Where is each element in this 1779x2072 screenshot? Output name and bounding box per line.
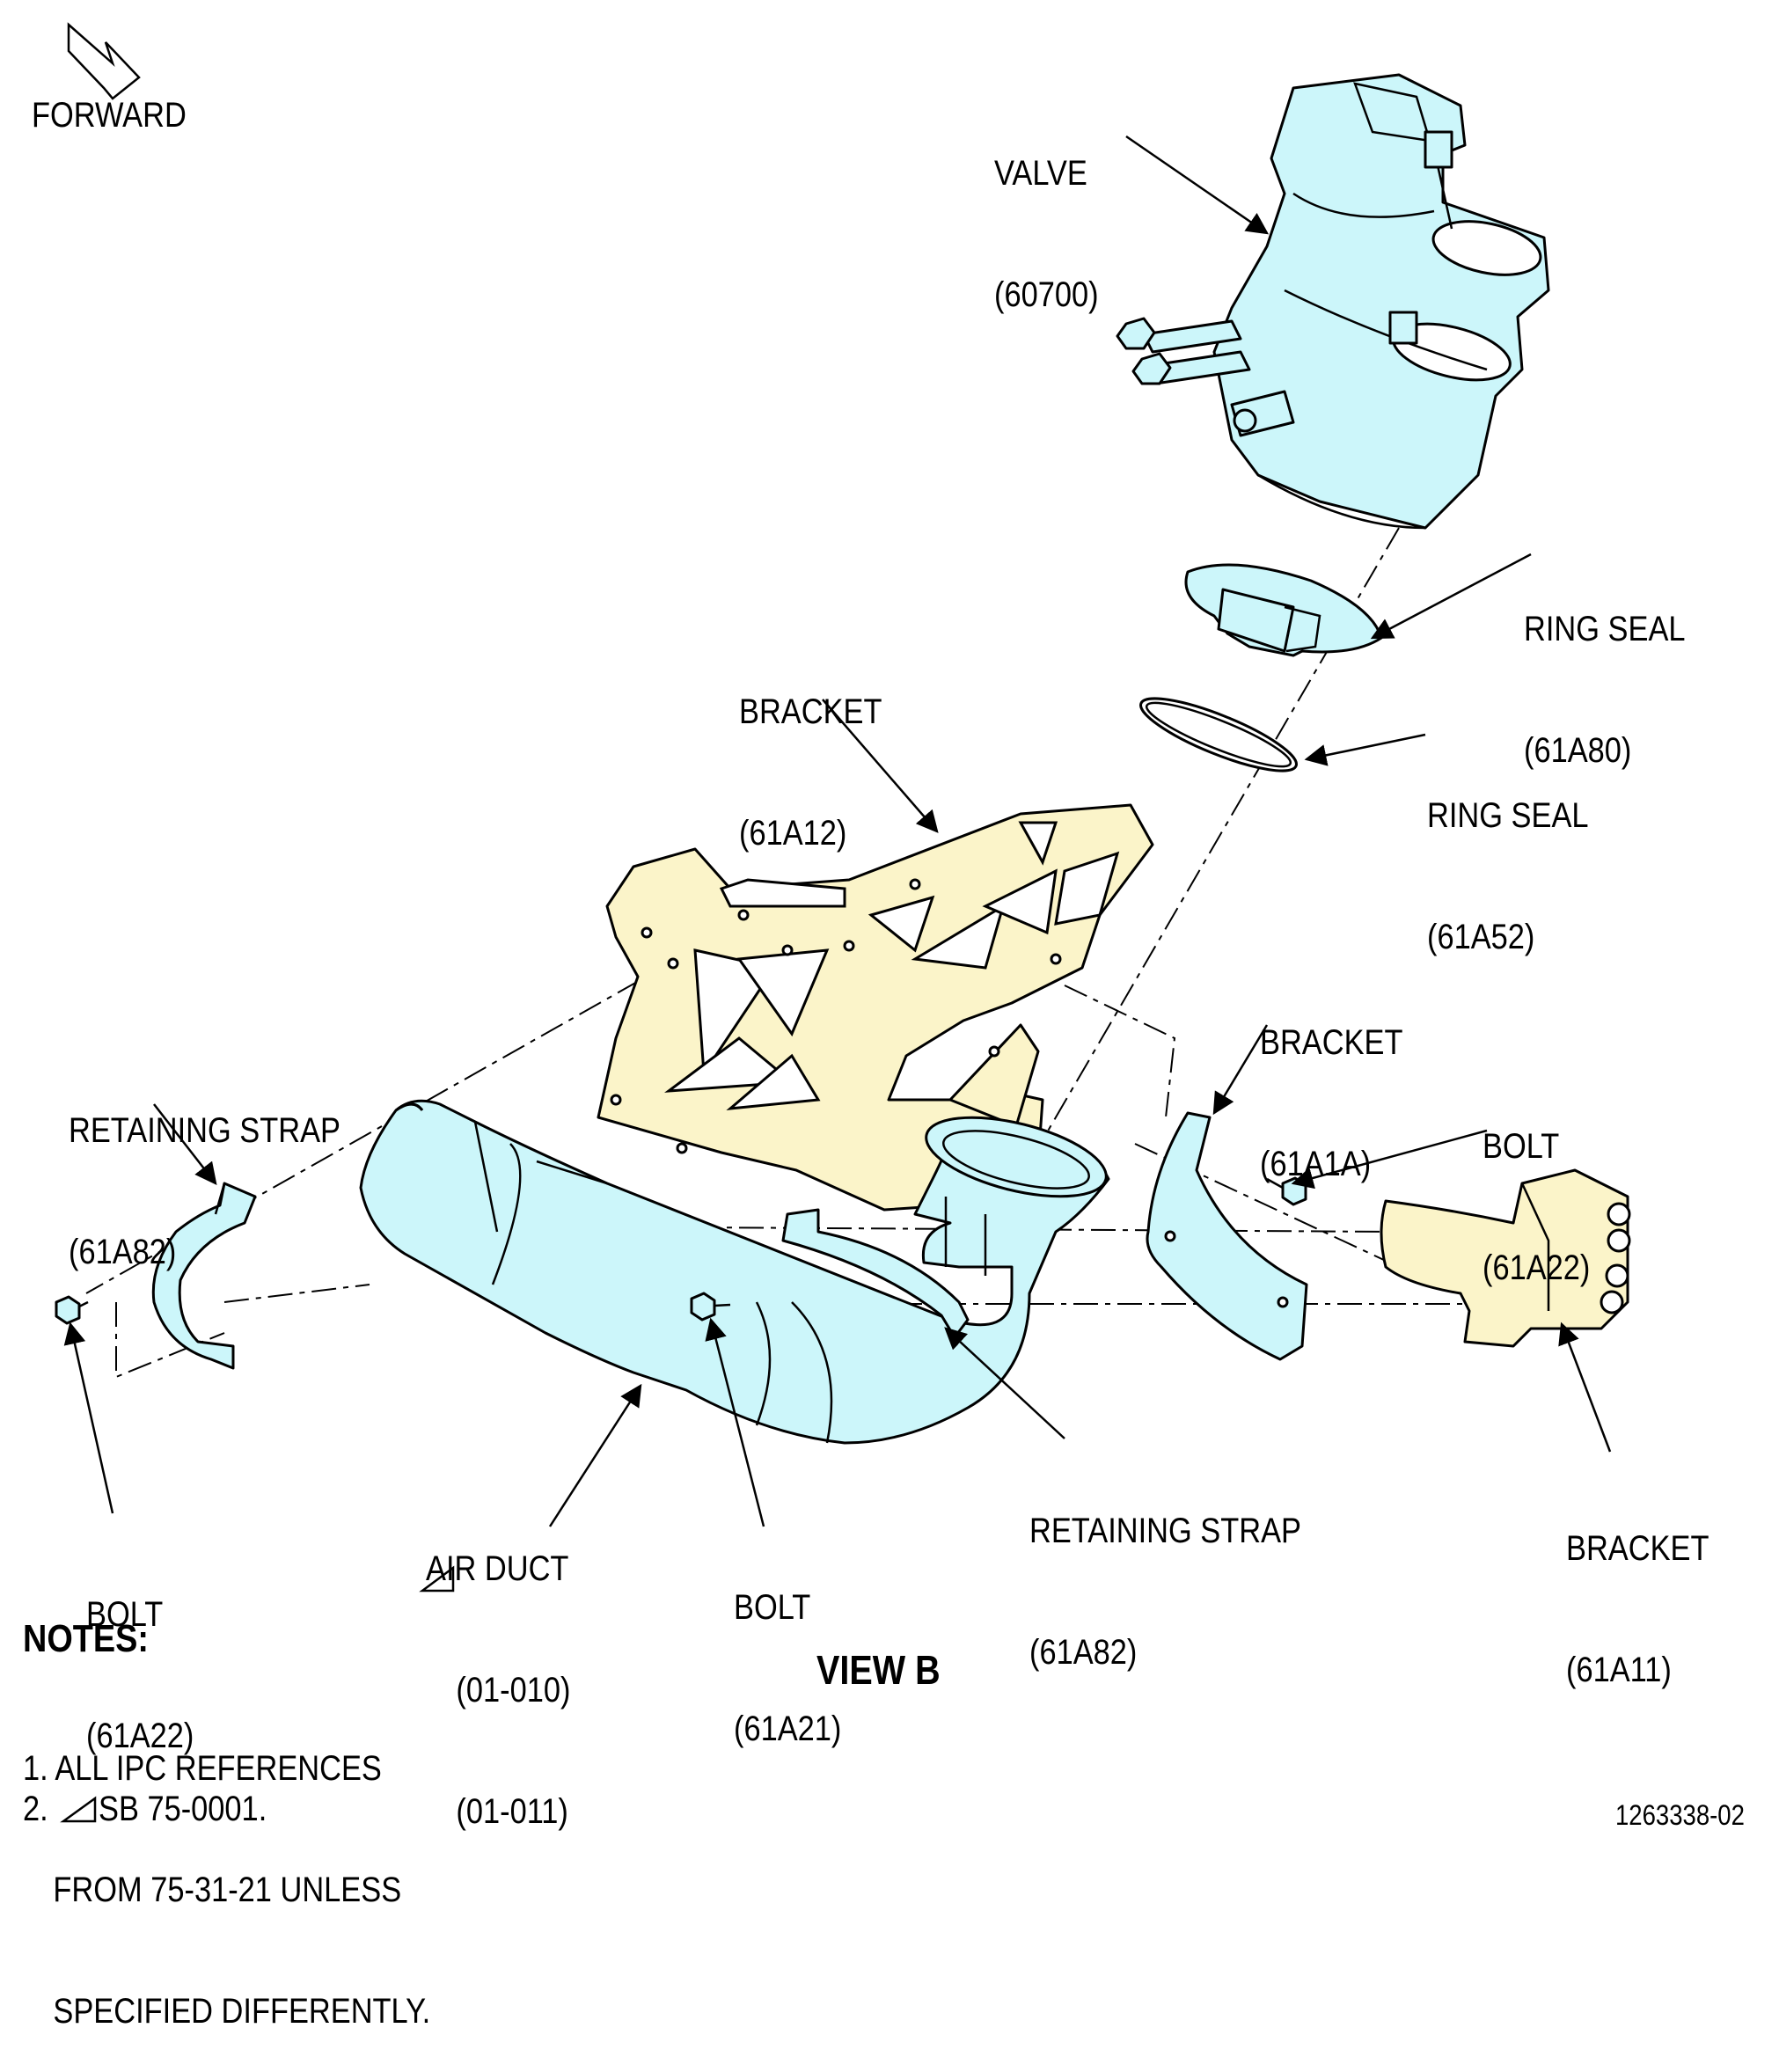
forward-arrow-icon: [67, 22, 141, 100]
valve-callout: VALVE (60700): [994, 72, 1099, 355]
callout-name: VALVE: [994, 154, 1087, 193]
callout-ref: (61A11): [1566, 1651, 1672, 1689]
callout-name: BRACKET: [1260, 1023, 1403, 1062]
note-2-text: SB 75-0001.: [99, 1790, 267, 1828]
bolt-61a22-left-callout: BOLT (61A22): [86, 1513, 194, 1797]
view-title: VIEW B: [816, 1647, 941, 1693]
callout-ref: (61A52): [1427, 918, 1535, 956]
callout-name: BOLT: [86, 1595, 164, 1634]
note-2-number: 2.: [23, 1790, 48, 1828]
valve-part: [1116, 73, 1550, 530]
callout-ref: (61A22): [86, 1717, 194, 1755]
bolt-61a22-right-callout: BOLT (61A22): [1482, 1045, 1590, 1329]
bolt-61a22-left-part: [55, 1295, 89, 1325]
callout-name: RING SEAL: [1524, 610, 1686, 648]
bracket-61a1a-part: [1146, 1111, 1308, 1361]
bracket-61a12-callout: BRACKET (61A12): [739, 611, 882, 894]
callout-name: RETAINING STRAP: [69, 1111, 340, 1150]
callout-name: BRACKET: [739, 692, 882, 731]
bolt-61a21-part: [690, 1292, 731, 1322]
callout-name: RING SEAL: [1427, 796, 1589, 835]
note-1-line-2: FROM 75-31-21 UNLESS: [53, 1871, 402, 1909]
callout-ref: (61A21): [734, 1710, 842, 1748]
retaining-strap-left-callout: RETAINING STRAP (61A82): [69, 1029, 340, 1313]
notes-list: 1. ALL IPC REFERENCES FROM 75-31-21 UNLE…: [23, 1667, 430, 2072]
callout-name: AIR DUCT: [426, 1549, 569, 1588]
exploded-view-drawing: .cy { fill: #ccf6fa; stroke: #000; strok…: [55, 22, 1631, 1823]
note-1-line-1: 1. ALL IPC REFERENCES: [23, 1749, 382, 1788]
callout-name: BOLT: [734, 1588, 811, 1627]
ring-seal-61a52-part: [1139, 697, 1298, 772]
figure-id: 1263338-02: [1615, 1799, 1745, 1831]
air-duct-part: [359, 1099, 1110, 1445]
ring-seal-61a80-part: [1184, 563, 1383, 657]
bracket-61a12-part: [597, 803, 1154, 1212]
callout-name: BOLT: [1482, 1127, 1560, 1166]
callout-ref: (61A12): [739, 814, 847, 853]
bracket-61a11-callout: BRACKET (61A11): [1566, 1447, 1709, 1731]
callout-ref: (61A82): [69, 1233, 177, 1271]
ring-seal-61a52-callout: RING SEAL (61A52): [1427, 714, 1589, 998]
callout-ref: (61A80): [1524, 731, 1632, 770]
callout-ref: (61A1A): [1260, 1145, 1372, 1183]
ring-seal-61a80-callout: RING SEAL (61A80): [1524, 528, 1686, 811]
retaining-strap-center-callout: RETAINING STRAP (61A82): [1029, 1430, 1301, 1713]
bracket-61a1a-callout: BRACKET (61A1A): [1260, 941, 1402, 1225]
forward-label: FORWARD: [32, 96, 187, 135]
callout-ref: (61A82): [1029, 1633, 1138, 1672]
callout-ref: (61A22): [1482, 1248, 1591, 1287]
note-1-line-3: SPECIFIED DIFFERENTLY.: [53, 1992, 431, 2031]
callout-ref: (01-010): [456, 1671, 571, 1710]
callout-name: RETAINING STRAP: [1029, 1512, 1301, 1550]
notes-title: NOTES:: [23, 1617, 149, 1660]
callout-ref: (60700): [994, 275, 1099, 314]
retaining-strap-left-part: [151, 1182, 257, 1370]
bolt-61a21-callout: BOLT (61A21): [734, 1506, 841, 1790]
bracket-61a11-part: [1380, 1168, 1631, 1348]
callout-ref-effectivity: (01-011): [456, 1792, 568, 1831]
callout-name: BRACKET: [1566, 1529, 1709, 1568]
air-duct-callout: AIR DUCT (01-010) (01-011): [426, 1468, 570, 1872]
